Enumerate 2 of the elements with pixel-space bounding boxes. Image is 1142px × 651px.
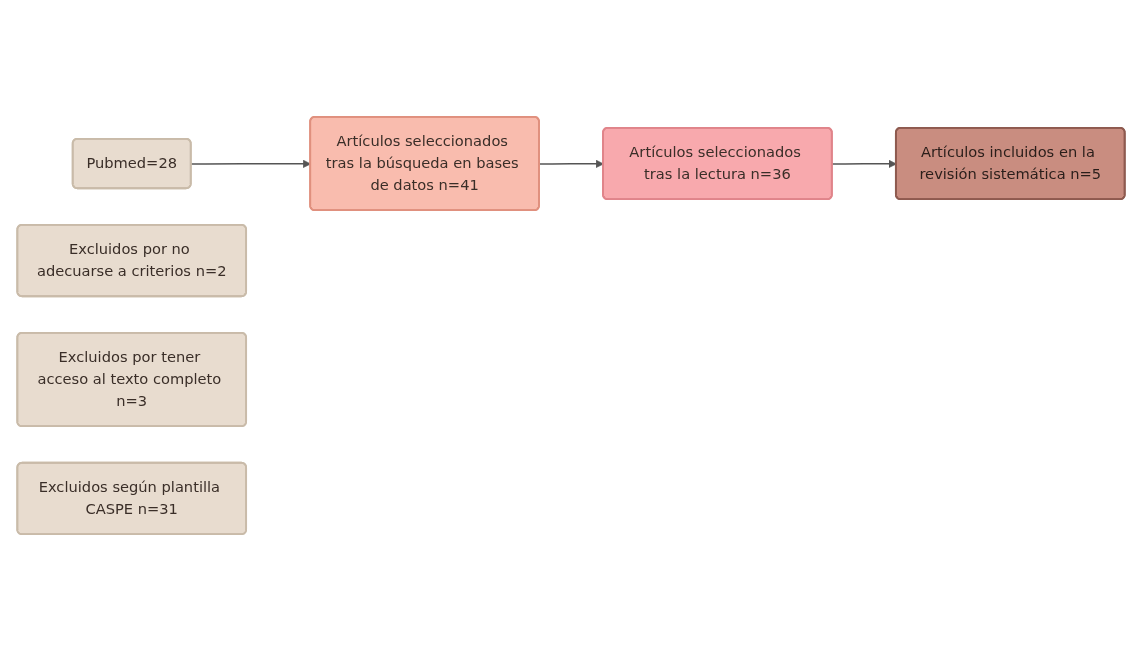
arrow xyxy=(538,159,604,168)
arrow xyxy=(190,159,311,168)
